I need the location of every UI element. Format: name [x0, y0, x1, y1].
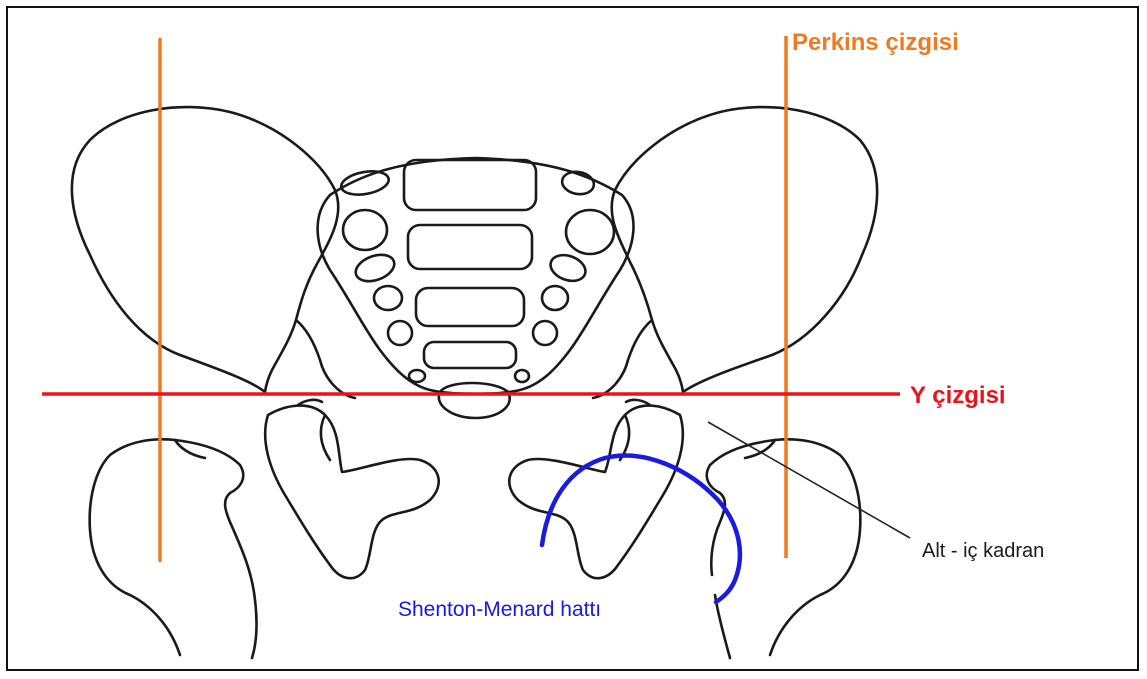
shenton-menard-label: Shenton-Menard hattı	[398, 598, 601, 621]
foramen-l1	[339, 168, 390, 198]
left-iliac-wing	[72, 107, 338, 392]
right-femur-shaft	[715, 595, 730, 658]
pelvis-outline	[72, 107, 877, 658]
right-wing-lower	[593, 320, 652, 398]
foramen-r4	[542, 286, 568, 310]
sacral-body-3	[416, 288, 524, 326]
perkins-label: Perkins çizgisi	[792, 29, 959, 56]
right-ischium	[509, 406, 683, 579]
foramen-l6	[409, 370, 425, 382]
right-femur	[707, 439, 861, 655]
right-iliac-wing	[612, 107, 877, 392]
quadrant-pointer-line	[708, 422, 910, 538]
quadrant-label: Alt - iç kadran	[922, 540, 1044, 562]
foramen-l5	[388, 321, 412, 345]
left-pubic-arch	[298, 400, 322, 405]
sacral-body-4	[424, 342, 516, 368]
foramen-r5	[533, 321, 557, 345]
left-obturator	[321, 415, 330, 460]
right-pubic-arch	[626, 400, 650, 405]
y-line-label: Y çizgisi	[910, 382, 1006, 409]
foramen-l2	[343, 210, 387, 250]
foramen-r3	[547, 251, 589, 286]
left-femur	[90, 439, 257, 658]
foramen-r6	[515, 370, 529, 382]
left-wing-lower	[296, 320, 355, 398]
coccyx	[439, 383, 510, 418]
foramen-l4	[374, 286, 402, 310]
left-ischium	[265, 406, 439, 579]
sacral-body-1	[404, 160, 536, 210]
perkins-lines	[160, 36, 786, 562]
foramen-r2	[566, 210, 614, 254]
sacral-body-2	[408, 225, 532, 269]
foramen-l3	[352, 250, 398, 286]
